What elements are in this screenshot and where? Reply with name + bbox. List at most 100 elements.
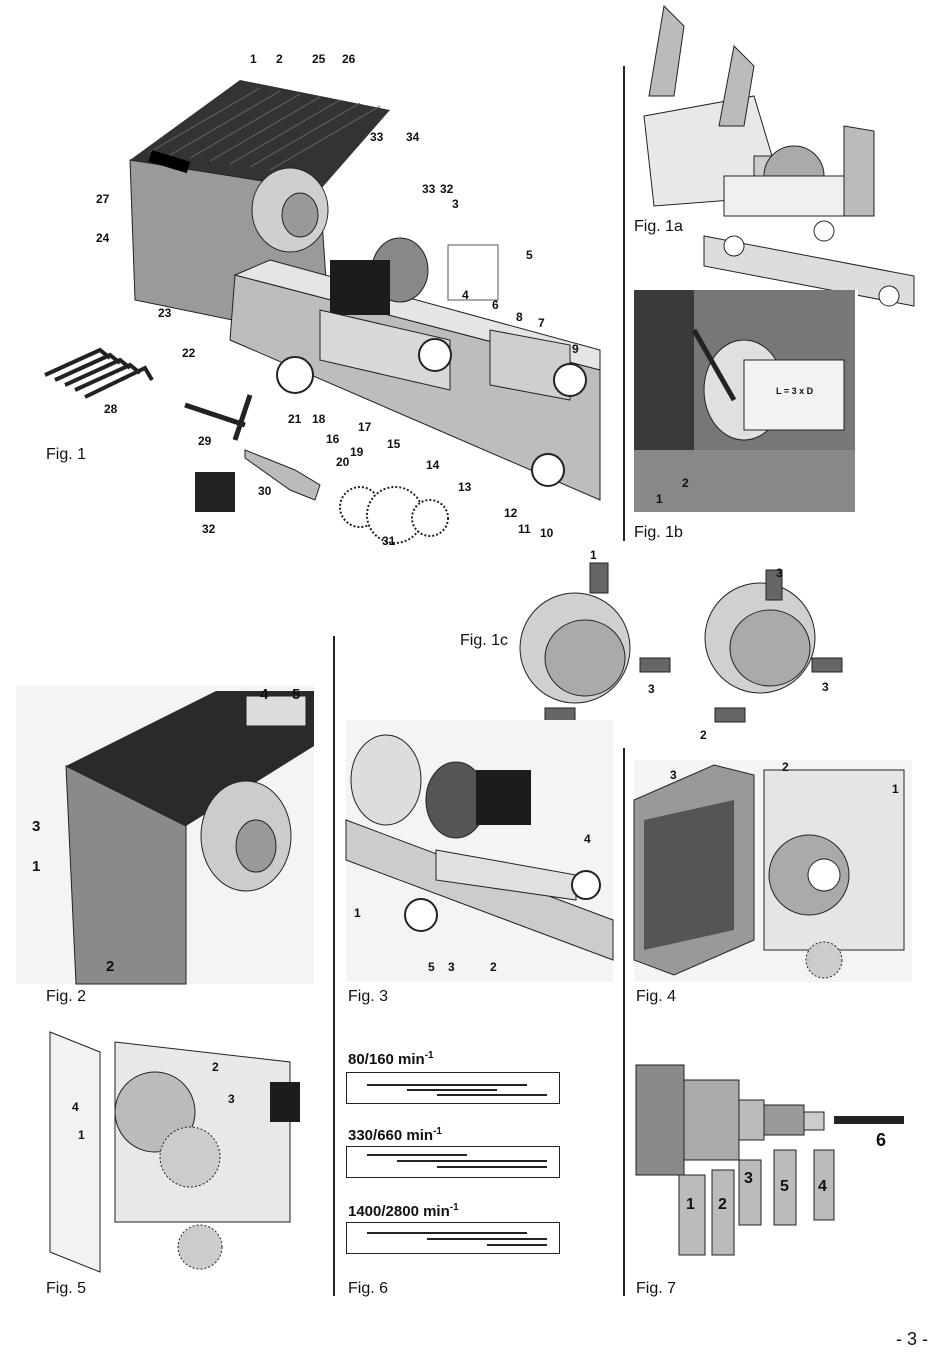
fig3-caption: Fig. 3 [348,988,389,1005]
figure-1b: L = 3 x D 1 2 Fig. 1b [634,290,858,550]
callout-4: 4 [72,1100,79,1114]
callout-19: 19 [350,445,364,459]
belt-diagram-1 [346,1072,560,1104]
figure-3: 4 1 5 3 2 Fig. 3 [345,720,616,1020]
callout-5: 5 [428,960,435,974]
callout-1: 1 [590,548,597,562]
callout-22: 22 [182,346,196,360]
gear-train-illustration [40,1022,318,1274]
callout-32b: 32 [202,522,216,536]
callout-26: 26 [342,52,356,66]
callout-32a: 32 [440,182,454,196]
figure-5: 2 3 4 1 Fig. 5 [40,1022,320,1302]
callout-29: 29 [198,434,212,448]
callout-5: 5 [780,1178,789,1195]
callout-1: 1 [78,1128,85,1142]
fig1c-caption: Fig. 1c [460,632,509,649]
divider-mid-right [623,724,625,1296]
figure-4: 3 2 1 Fig. 4 [633,760,914,1020]
callout-23: 23 [158,306,172,320]
measure-label: L = 3 x D [776,386,814,396]
callout-2: 2 [682,476,689,490]
divider-mid-left [333,636,335,1296]
callout-1: 1 [354,906,361,920]
callout-3: 3 [648,682,655,696]
callout-3b: 3 [776,566,783,580]
callout-6: 6 [492,298,499,312]
chuck-jaws-illustration [519,562,843,723]
figure-1c: 1 3 2 3 3 2 Fig. 1c [460,548,860,750]
callout-21: 21 [288,412,302,426]
fig4-caption: Fig. 4 [636,988,677,1005]
callout-11: 11 [518,522,531,536]
callout-2: 2 [718,1196,727,1213]
callout-9: 9 [572,342,579,356]
callout-27: 27 [96,192,110,206]
fig5-caption: Fig. 5 [46,1280,87,1297]
chuck-measure-illustration [634,290,855,512]
callout-20: 20 [336,455,350,469]
callout-3c: 3 [822,680,829,694]
callout-31: 31 [382,534,396,548]
callout-13: 13 [458,480,472,494]
callout-3: 3 [452,197,459,211]
callout-2: 2 [212,1060,219,1074]
callout-6: 6 [876,1130,887,1150]
fig6-caption: Fig. 6 [348,1280,389,1297]
callout-3: 3 [32,818,41,835]
speed-title-1: 80/160 min-1 [348,1050,434,1068]
fig1b-caption: Fig. 1b [634,524,683,541]
fig2-caption: Fig. 2 [46,988,87,1005]
callout-24: 24 [96,231,110,245]
belt-diagram-3 [346,1222,560,1254]
figure-7: 1 2 3 5 4 6 Fig. 7 [634,1060,914,1305]
callout-2: 2 [106,958,115,975]
callout-34: 34 [406,130,420,144]
callout-8: 8 [516,310,523,324]
callout-5: 5 [526,248,533,262]
callout-1: 1 [686,1196,695,1213]
callout-1: 1 [656,492,663,506]
callout-3: 3 [228,1092,235,1106]
fig1-caption: Fig. 1 [46,446,87,463]
callout-17: 17 [358,420,372,434]
belt-diagram-2 [346,1146,560,1178]
lathe-hands-illustration [643,4,915,307]
callout-16: 16 [326,432,340,446]
belt-cover-illustration [633,760,912,982]
callout-2: 2 [782,760,789,774]
callout-25: 25 [312,52,326,66]
callout-1: 1 [32,858,41,875]
callout-4: 4 [818,1178,827,1195]
callout-2: 2 [490,960,497,974]
callout-4: 4 [584,832,591,846]
callout-18: 18 [312,412,326,426]
lathe-illustration [44,80,601,544]
speed-title-2: 330/660 min-1 [348,1126,442,1144]
page-number: - 3 - [895,1329,928,1349]
callout-12: 12 [504,506,518,520]
callout-30: 30 [258,484,272,498]
figure-1: 1 2 25 26 33 34 27 33 32 3 24 5 4 6 7 8 … [30,40,620,560]
fig7-caption: Fig. 7 [636,1280,677,1297]
callout-14: 14 [426,458,440,472]
callout-33a: 33 [370,130,384,144]
callout-5: 5 [292,686,301,703]
divider-top-right [623,66,625,541]
callout-10: 10 [540,526,554,540]
callout-1: 1 [892,782,899,796]
callout-3: 3 [744,1170,753,1187]
fig1a-caption: Fig. 1a [634,218,683,235]
callout-15: 15 [387,437,401,451]
callout-4: 4 [260,686,269,703]
headstock-illustration [16,686,314,985]
callout-28: 28 [104,402,118,416]
callout-2b: 2 [700,728,707,742]
turning-tools-illustration [635,1064,904,1256]
callout-4: 4 [462,288,469,302]
callout-3: 3 [448,960,455,974]
figure-6: 80/160 min-1 330/660 min-1 1400/2800 min… [346,1050,596,1305]
figure-2: 4 5 3 1 2 Fig. 2 [16,686,316,1016]
callout-33b: 33 [422,182,436,196]
callout-1: 1 [250,52,257,66]
